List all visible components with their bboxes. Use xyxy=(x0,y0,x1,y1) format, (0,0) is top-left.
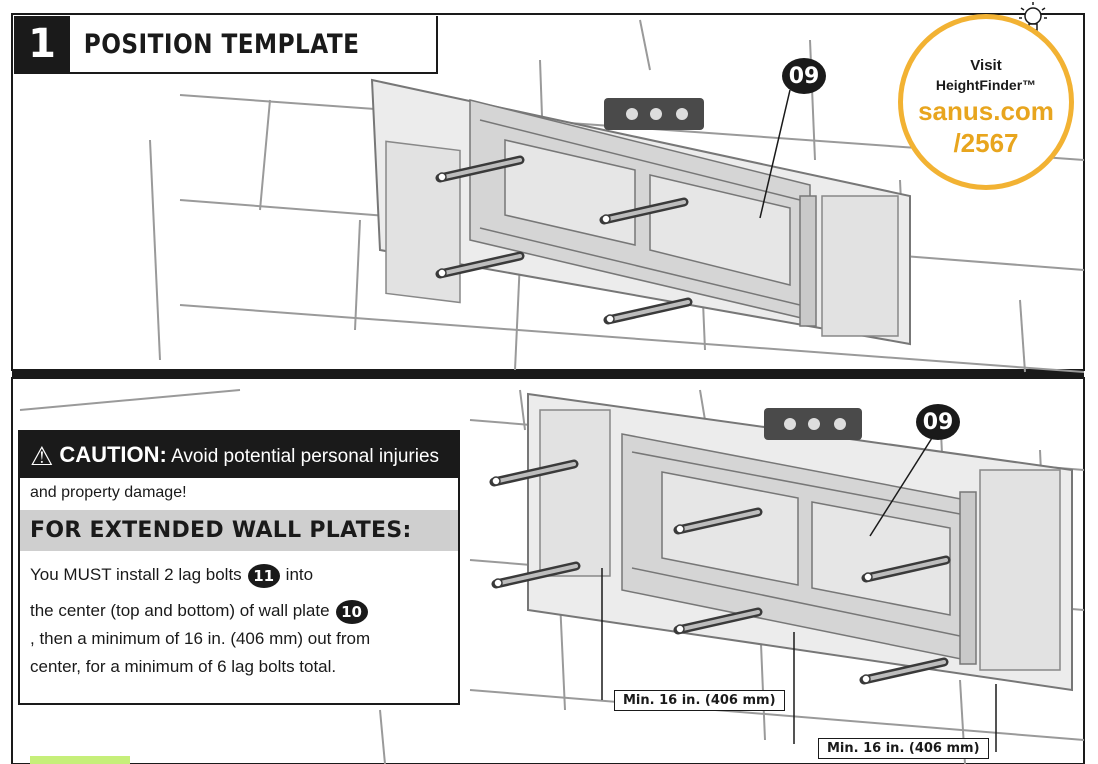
caution-message-cont: and property damage! xyxy=(20,478,458,510)
extended-heading: FOR EXTENDED WALL PLATES: xyxy=(20,510,458,551)
heightfinder-visit: Visit xyxy=(970,57,1002,74)
heightfinder-url-line1[interactable]: sanus.com xyxy=(918,96,1054,126)
extended-line-3: , then a minimum of 16 in. (406 mm) out … xyxy=(30,629,371,648)
caution-header: ⚠CAUTION: Avoid potential personal injur… xyxy=(20,432,458,482)
part-badge-bottom: 09 xyxy=(916,404,960,440)
step-title: POSITION TEMPLATE xyxy=(83,28,360,60)
extended-body: You MUST install 2 lag bolts 11 into the c… xyxy=(20,551,458,703)
warning-triangle-icon: ⚠ xyxy=(30,441,54,471)
caution-box: ⚠CAUTION: Avoid potential personal injur… xyxy=(18,430,460,705)
extended-line-1-text: You MUST install 2 lag bolts xyxy=(30,565,242,584)
green-marker xyxy=(30,756,130,764)
min-distance-label-right: Min. 16 in. (406 mm) xyxy=(818,738,989,759)
part-badge-top: 09 xyxy=(782,58,826,94)
extended-line-4: center, for a minimum of 6 lag bolts tot… xyxy=(30,657,337,676)
extended-line-2: the center (top and bottom) of wall plat… xyxy=(30,597,448,681)
heightfinder-name: HeightFinder™ xyxy=(935,77,1037,93)
caution-label: CAUTION: xyxy=(59,442,167,467)
min-distance-label-left: Min. 16 in. (406 mm) xyxy=(614,690,785,711)
extended-line-1: You MUST install 2 lag bolts 11 into xyxy=(30,561,448,589)
step-number: 1 xyxy=(14,16,70,72)
extended-line-2-text: the center (top and bottom) of wall plat… xyxy=(30,601,330,620)
extended-line-1-post: into xyxy=(285,565,314,584)
step-header: 1 POSITION TEMPLATE xyxy=(14,16,438,74)
part-badge-10: 10 xyxy=(335,599,368,624)
heightfinder-callout: Visit HeightFinder™ sanus.com /2567 xyxy=(898,14,1074,190)
caution-message: Avoid potential personal injuries xyxy=(171,446,440,467)
heightfinder-url-line2[interactable]: /2567 xyxy=(953,128,1019,158)
part-badge-11: 11 xyxy=(247,563,280,588)
